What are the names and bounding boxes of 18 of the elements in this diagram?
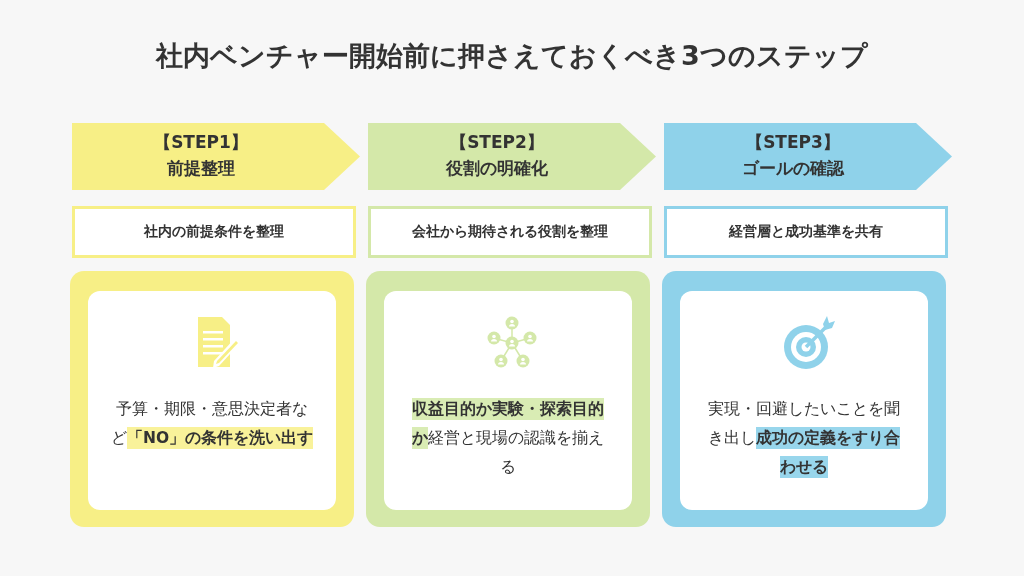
step-title: 前提整理 [166,157,236,180]
step-card [662,271,946,527]
step-number: 【STEP2】 [449,131,545,154]
content-card [680,291,928,510]
step-summary: 会社から期待される役割を整理 [368,206,652,258]
step-number: 【STEP1】 [153,131,249,154]
step-card [366,271,650,527]
content-card [384,291,632,510]
step-description: 実現・回避したいことを聞き出し成功の定義をすり合わせる [707,399,901,480]
step-title: 役割の明確化 [445,157,549,180]
step-title: ゴールの確認 [741,157,846,180]
step-summary: 社内の前提条件を整理 [72,206,356,258]
content-card [88,291,336,510]
page-title: 社内ベンチャー開始前に押さえておくべき3つのステップ [154,39,869,73]
step-card [70,271,354,527]
step-description: 予算・期限・意思決定者など「NO」の条件を洗い出す [110,399,314,451]
step-number: 【STEP3】 [745,131,841,154]
step-summary: 経営層と成功基準を共有 [664,206,948,258]
